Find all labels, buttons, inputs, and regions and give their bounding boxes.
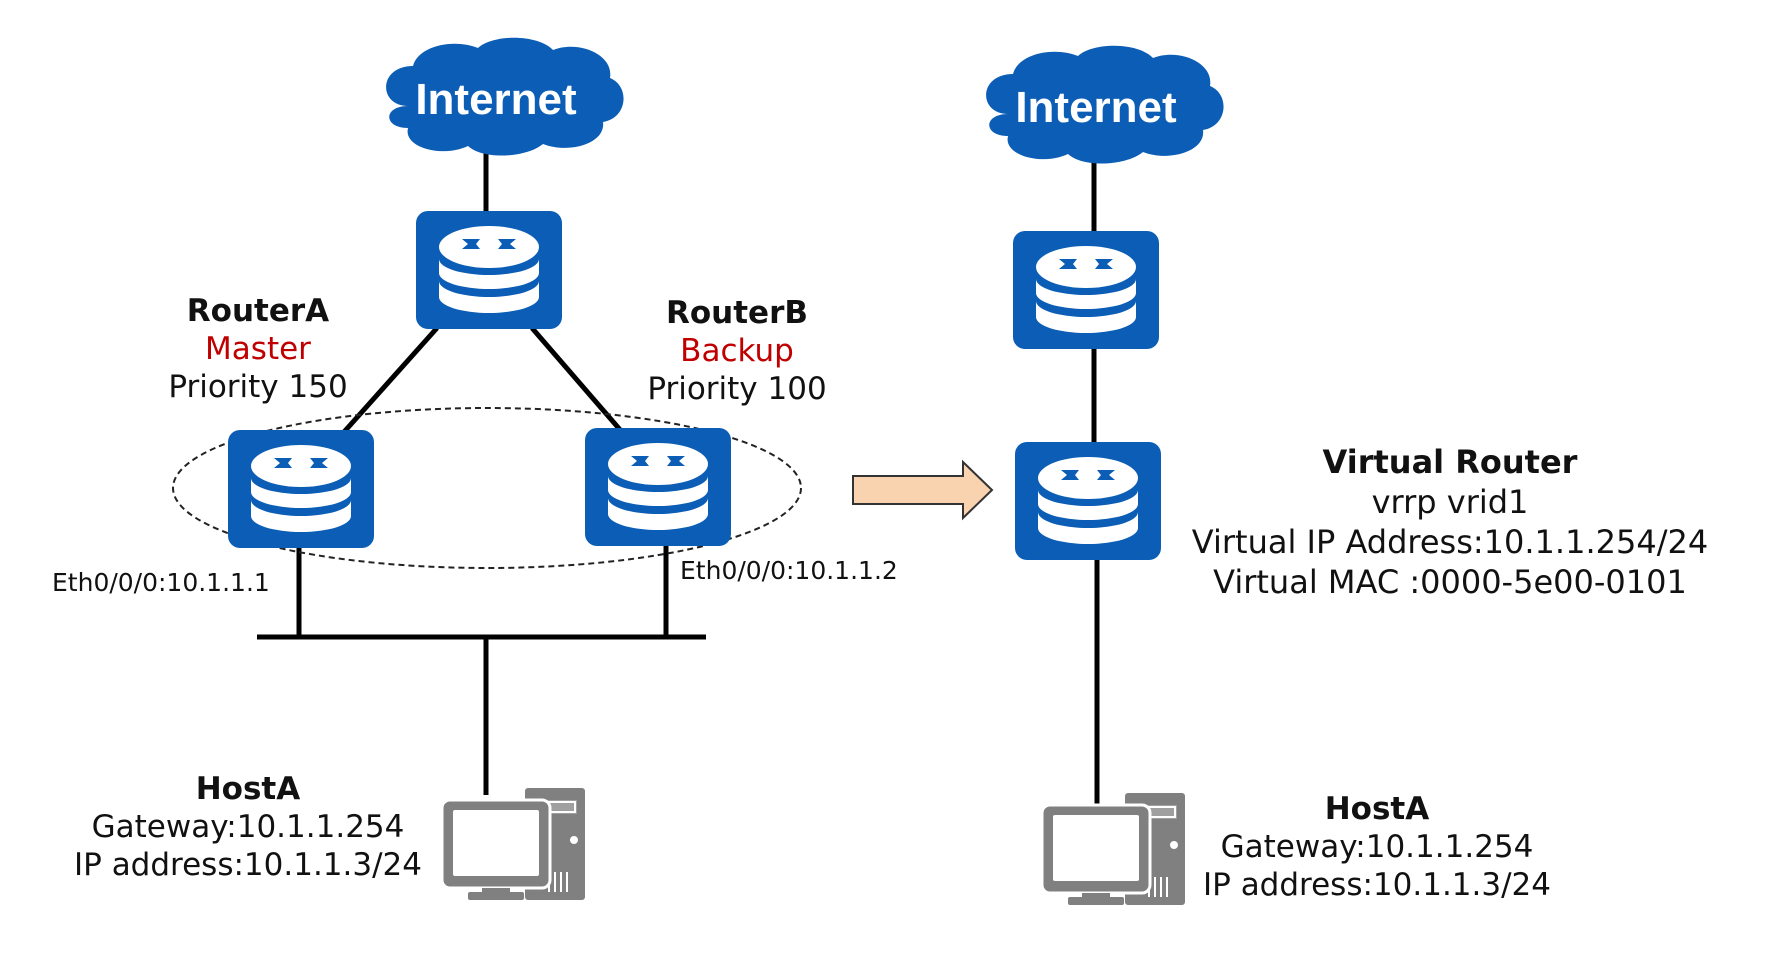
router-b-label: RouterB Backup Priority 100 [647, 294, 826, 408]
link-core-router-b [530, 326, 624, 434]
host-a-pc-right[interactable] [1040, 791, 1187, 907]
link-core-router-a [342, 326, 439, 434]
pc-icon [1040, 791, 1187, 907]
router-a[interactable] [228, 430, 374, 548]
host-a-label-right: HostA Gateway:10.1.1.254 IP address:10.1… [1203, 790, 1551, 904]
router-b[interactable] [585, 428, 731, 546]
host-a-label-left: HostA Gateway:10.1.1.254 IP address:10.1… [74, 770, 422, 884]
internet-cloud-right: Internet [986, 45, 1224, 164]
core-router-left[interactable] [416, 211, 562, 329]
cloud-label: Internet [415, 75, 577, 124]
cloud-label: Internet [1015, 83, 1177, 132]
vrrp-group-ellipse [172, 407, 802, 569]
virtual-router-mac: Virtual MAC :0000-5e00-0101 [1213, 563, 1687, 601]
router-a-role: Master [205, 331, 311, 367]
router-b-interface: Eth0/0/0:10.1.1.2 [680, 556, 898, 585]
router-icon [585, 428, 731, 546]
router-icon [416, 211, 562, 329]
router-icon [1015, 442, 1161, 560]
router-icon [228, 430, 374, 548]
virtual-router-title: Virtual Router [1322, 443, 1578, 481]
router-icon [1013, 231, 1159, 349]
router-a-label: RouterA Master Priority 150 [168, 292, 347, 406]
virtual-router-vrid: vrrp vrid1 [1371, 483, 1529, 521]
host-name: HostA [1324, 791, 1430, 827]
router-b-name: RouterB [665, 295, 808, 331]
router-b-role: Backup [680, 333, 794, 369]
right-arrow-icon [852, 459, 994, 521]
host-ip: IP address:10.1.1.3/24 [74, 847, 422, 883]
virtual-router-ip: Virtual IP Address:10.1.1.254/24 [1191, 523, 1709, 561]
router-a-interface: Eth0/0/0:10.1.1.1 [52, 568, 270, 597]
router-b-priority: Priority 100 [647, 371, 827, 407]
host-gateway: Gateway:10.1.1.254 [91, 809, 405, 845]
router-a-name: RouterA [186, 293, 330, 329]
pc-icon [440, 786, 587, 902]
internet-cloud-left: Internet [386, 37, 624, 156]
router-a-priority: Priority 150 [168, 369, 348, 405]
core-router-right[interactable] [1013, 231, 1159, 349]
host-name: HostA [195, 771, 301, 807]
host-ip: IP address:10.1.1.3/24 [1203, 867, 1551, 903]
host-gateway: Gateway:10.1.1.254 [1220, 829, 1534, 865]
virtual-router-label: Virtual Router vrrp vrid1 Virtual IP Add… [1192, 442, 1708, 602]
host-a-pc-left[interactable] [440, 786, 587, 902]
virtual-router[interactable] [1015, 442, 1161, 560]
